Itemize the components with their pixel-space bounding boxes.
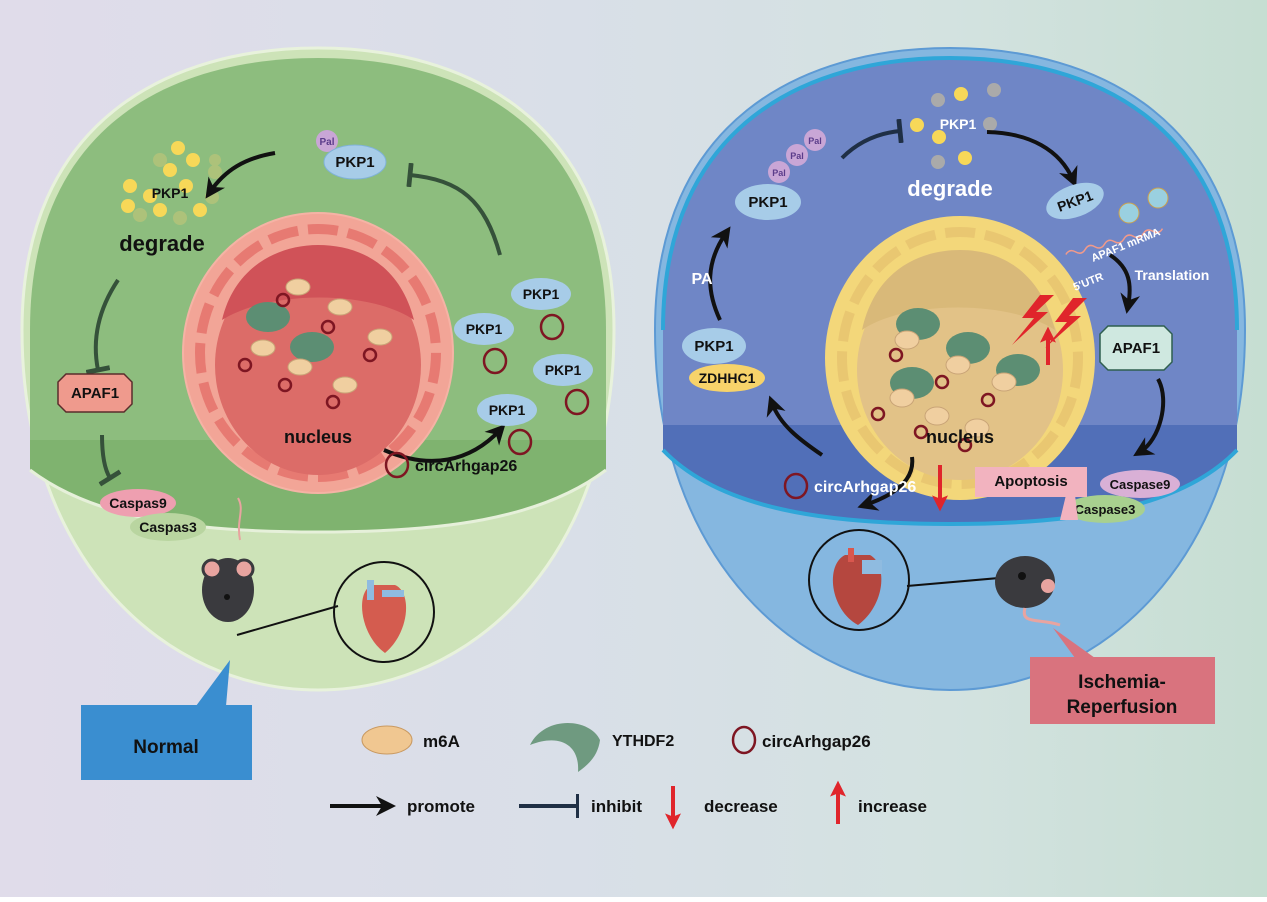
promote-arrow-icon [205, 151, 276, 199]
caspase9-blob [1100, 470, 1180, 498]
translation-label: Translation [1135, 267, 1210, 283]
caspas9-label: Caspas9 [109, 495, 167, 511]
ir-degrade-cluster: PKP1 degrade [907, 83, 1001, 201]
legend-promote-label: promote [407, 797, 475, 816]
normal-degrade-cluster: PKP1 degrade [119, 141, 222, 256]
caspas3-label: Caspas3 [139, 519, 197, 535]
circ-ring-icon [783, 472, 809, 500]
legend-circ-label: circArhgap26 [762, 732, 871, 751]
promote-arrow-icon [383, 424, 506, 463]
ir-nucleus-label: nucleus [926, 427, 994, 447]
caspas3-blob [130, 513, 206, 541]
apoptosis-callout: Apoptosis [975, 467, 1087, 520]
inhibit-bar-icon [98, 434, 122, 487]
ir-condition-line2: Reperfusion [1067, 697, 1178, 718]
promote-arrow-icon [766, 395, 824, 457]
apaf1-label: APAF1 [71, 385, 119, 402]
normal-pal-pkp1: Pal PKP1 [316, 130, 387, 180]
ir-degrade-label: degrade [907, 176, 993, 201]
circ-ring-icon [731, 725, 757, 755]
pa-label: PA [691, 271, 712, 288]
legend-decrease-label: decrease [704, 797, 778, 816]
pkp1-free-label: PKP1 [523, 286, 560, 302]
caspas9-blob [100, 489, 176, 517]
inhibit-bar-end [576, 794, 579, 818]
promote-arrow-icon [1133, 378, 1166, 457]
inhibit-bar-icon [840, 118, 904, 160]
normal-mouse-icon [201, 497, 255, 622]
zdhhc1-label: ZDHHC1 [699, 370, 756, 386]
ythdf2-crescent-icon [530, 722, 600, 772]
ir-condition-label: Ischemia- Reperfusion [1030, 628, 1215, 724]
pkp1-zdhhc-label: PKP1 [694, 338, 733, 355]
pkp1-free-label: PKP1 [545, 362, 582, 378]
apaf1-label: APAF1 [1112, 340, 1160, 357]
promote-arrow-icon [708, 226, 731, 321]
pkp1-free-label: PKP1 [489, 402, 526, 418]
caspase3-label: Caspase3 [1075, 502, 1136, 517]
pkp1-top-label: PKP1 [335, 154, 374, 171]
ir-heart-icon [808, 529, 910, 631]
normal-cell: nucleus PKP1 degrade Pal PKP1 [20, 46, 616, 780]
inhibit-bar-icon [406, 162, 502, 256]
promote-arrow-icon [857, 456, 915, 511]
legend-increase-label: increase [858, 797, 927, 816]
pal-label: Pal [808, 136, 822, 146]
m6a-circ-cluster [246, 302, 334, 362]
pkp1-free-label: PKP1 [466, 321, 503, 337]
pal-label: Pal [319, 137, 334, 148]
legend-m6a-label: m6A [423, 732, 460, 751]
normal-degrade-label: degrade [119, 231, 205, 256]
pal-label: Pal [772, 168, 786, 178]
ir-nucleus: nucleus [825, 216, 1095, 500]
legend-inhibit-label: inhibit [591, 797, 642, 816]
apoptosis-label: Apoptosis [994, 473, 1067, 490]
ir-pal-chain: Pal Pal Pal PKP1 [735, 129, 826, 220]
ir-mouse-icon [995, 556, 1061, 627]
pkp1-pal-label: PKP1 [748, 194, 787, 211]
normal-nucleus: nucleus [182, 212, 454, 494]
ir-apaf1: APAF1 [1099, 325, 1173, 371]
pal-label: Pal [790, 151, 804, 161]
normal-nucleus-label: nucleus [284, 427, 352, 447]
caspase9-label: Caspase9 [1110, 477, 1171, 492]
legend-ythdf2-label: YTHDF2 [612, 733, 674, 750]
connector-line [236, 605, 339, 636]
normal-free-pkp1-group: PKP1 PKP1 PKP1 PKP1 [454, 278, 593, 456]
ir-condition-line1: Ischemia- [1078, 672, 1166, 693]
ir-degraded-pkp1: PKP1 [940, 116, 977, 132]
normal-heart-icon [333, 561, 435, 663]
mrna-strand [1065, 228, 1164, 255]
caspase3-blob [1065, 495, 1145, 523]
circ-ring-icon [384, 451, 410, 479]
pkp1-zdhhc-blob [682, 328, 746, 364]
normal-condition-text: Normal [133, 737, 198, 758]
promote-arrow-icon [1108, 253, 1141, 314]
ir-cell: nucleus PKP1 degrade Pal Pal Pal [653, 46, 1247, 724]
legend: m6A YTHDF2 circArhgap26 promote inhibit … [330, 722, 927, 830]
normal-condition-label: Normal [81, 660, 252, 780]
inhibit-bar-icon [85, 278, 120, 375]
normal-apaf1: APAF1 [57, 373, 133, 413]
normal-circ-label: circArhgap26 [415, 458, 517, 475]
promote-arrow-icon [986, 130, 1078, 188]
m6a-ellipse-icon [361, 725, 413, 755]
lightning-icon [1012, 295, 1087, 348]
normal-degraded-pkp1: PKP1 [152, 185, 189, 201]
zdhhc1-blob [689, 364, 765, 392]
ir-circ-label: circArhgap26 [814, 479, 916, 496]
